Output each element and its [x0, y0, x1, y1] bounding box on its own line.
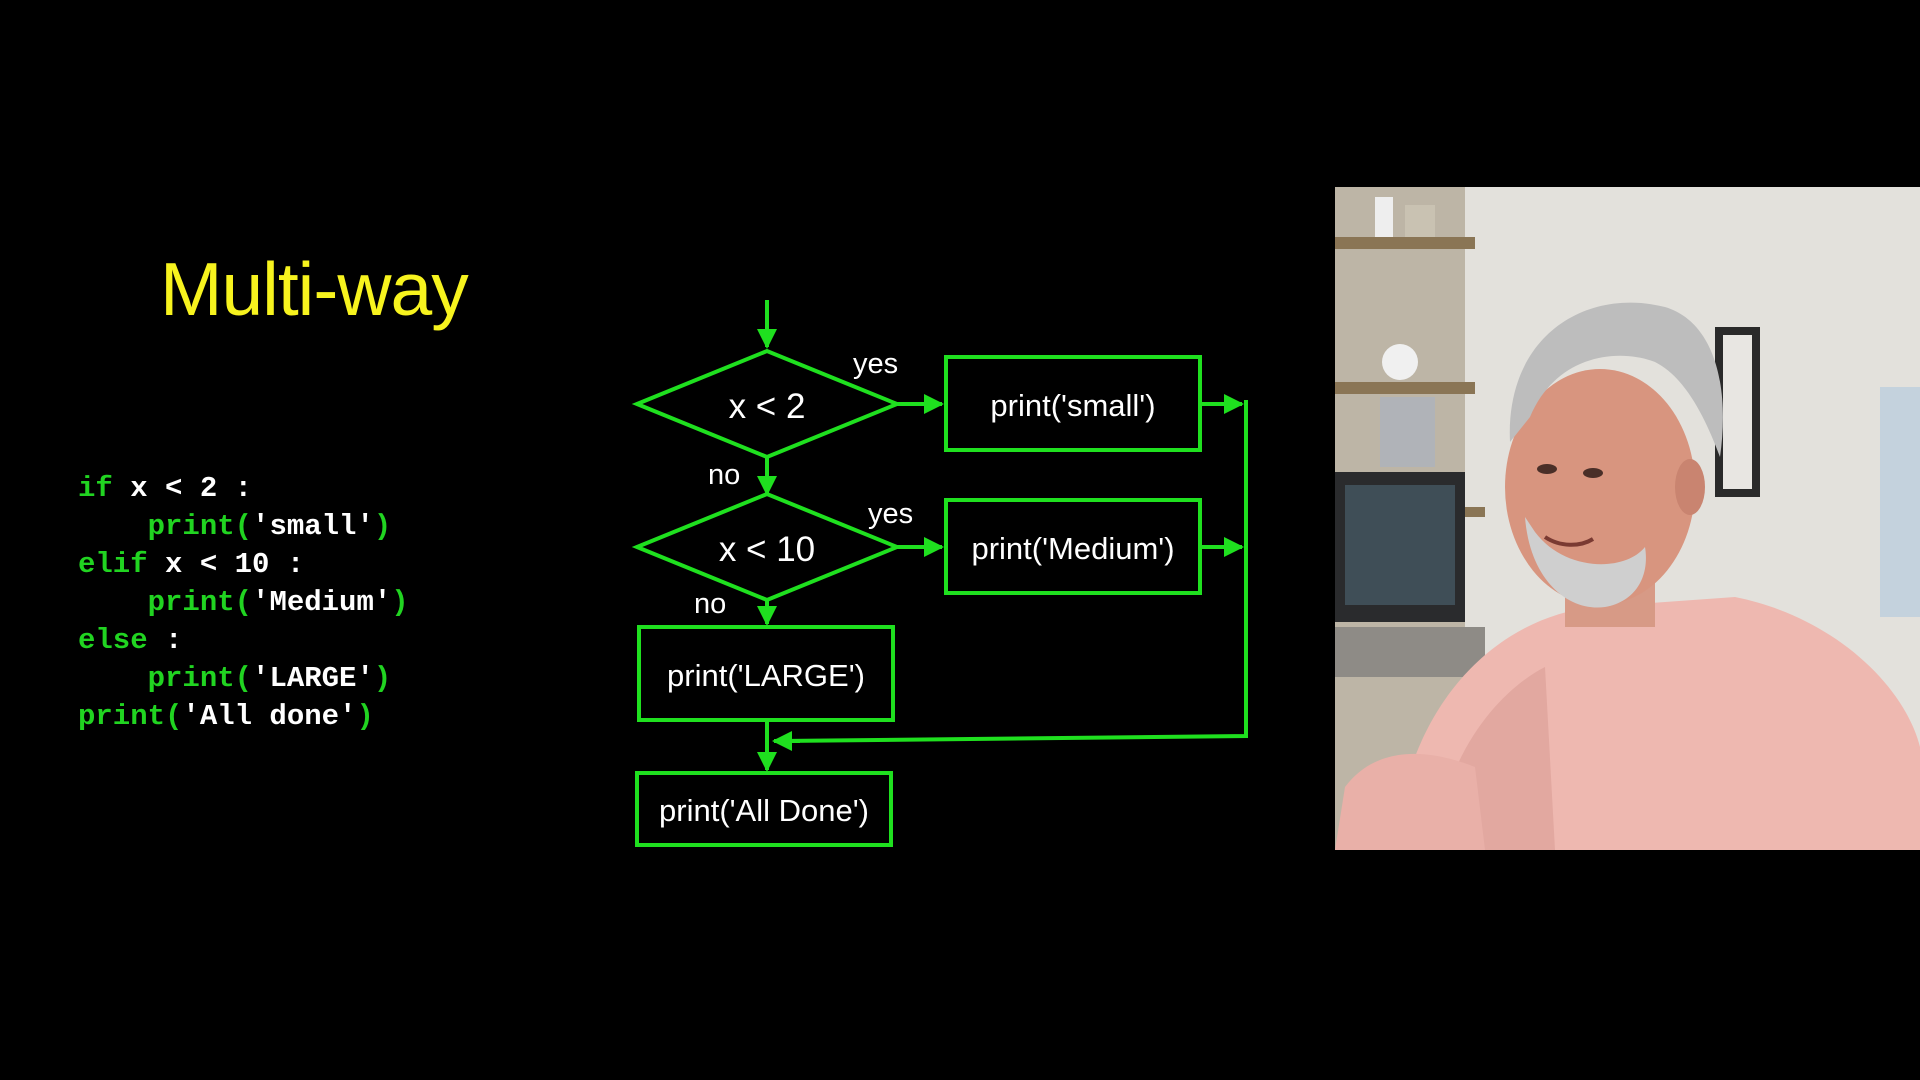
decision-1-label: x < 2	[729, 387, 806, 426]
code-token: elif	[78, 548, 148, 581]
code-line: print('All done')	[78, 698, 409, 736]
yes-label-2: yes	[868, 498, 913, 530]
merge-rail	[779, 400, 1248, 743]
code-token: (	[234, 662, 253, 695]
code-line: elif x < 10 :	[78, 546, 409, 584]
code-token: 'All done'	[182, 700, 357, 733]
code-token: (	[234, 586, 253, 619]
box-done-label: print('All Done')	[659, 793, 869, 828]
code-token: print	[147, 586, 235, 619]
code-token: print	[147, 510, 235, 543]
code-token: :	[147, 624, 183, 657]
presenter-video-icon	[1335, 187, 1920, 850]
no-label-2: no	[694, 588, 726, 620]
slide-title: Multi-way	[160, 247, 469, 331]
code-token: )	[391, 586, 409, 619]
code-token: 'Medium'	[252, 586, 392, 619]
code-listing: if x < 2 : print('small')elif x < 10 : p…	[78, 470, 409, 736]
code-token: 'small'	[252, 510, 374, 543]
yes-label-1: yes	[853, 348, 898, 380]
code-token: )	[373, 662, 392, 695]
decision-2-label: x < 10	[719, 530, 815, 569]
code-line: else :	[78, 622, 409, 660]
flowchart-diagram: x < 2 x < 10 print('small') print('Mediu…	[631, 300, 1248, 847]
code-token: )	[373, 510, 392, 543]
code-line: if x < 2 :	[78, 470, 409, 508]
box-small-label: print('small')	[990, 388, 1155, 423]
code-token: if	[78, 472, 113, 505]
process-box-all-done	[635, 771, 893, 847]
presenter-webcam	[1335, 187, 1920, 850]
box-medium-label: print('Medium')	[971, 531, 1174, 566]
code-token: 'LARGE'	[252, 662, 374, 695]
code-token: )	[356, 700, 374, 733]
code-token: else	[78, 624, 148, 657]
code-token: (	[234, 510, 253, 543]
code-line: print('Medium')	[78, 584, 409, 622]
code-line: print('LARGE')	[78, 660, 409, 698]
code-token: print	[78, 700, 166, 733]
no-label-1: no	[708, 459, 740, 491]
code-token: x < 2 :	[112, 472, 253, 505]
box-large-label: print('LARGE')	[667, 658, 865, 693]
code-line: print('small')	[78, 508, 409, 546]
code-token: x < 10 :	[147, 548, 305, 581]
code-token: print	[147, 662, 235, 695]
code-token: (	[165, 700, 183, 733]
